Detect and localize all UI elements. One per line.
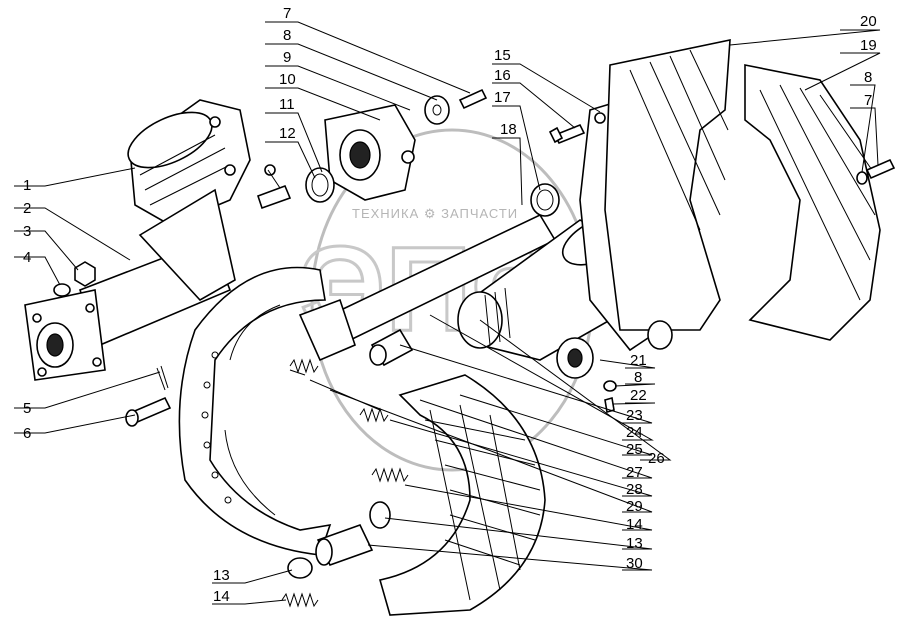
callout-6: 6 <box>23 425 31 442</box>
callout-18: 18 <box>500 121 517 138</box>
dust-shield-front <box>744 64 881 341</box>
clevis-pin <box>256 164 292 210</box>
leader-29 <box>329 389 653 513</box>
leader-20 <box>729 29 881 46</box>
roller <box>369 328 414 367</box>
leader-26 <box>479 319 672 461</box>
nut-washer <box>53 261 96 297</box>
leader-13b <box>384 517 653 550</box>
callout-8-top: 8 <box>283 27 291 44</box>
callout-17: 17 <box>494 89 511 106</box>
leader-8c <box>614 383 656 387</box>
axle-bracket <box>24 188 236 381</box>
dust-shield-rear <box>604 39 731 331</box>
callout-3: 3 <box>23 223 31 240</box>
leader-14c <box>212 599 287 605</box>
callout-11: 11 <box>279 96 295 113</box>
callout-27: 27 <box>626 464 643 481</box>
leader-27 <box>419 399 653 479</box>
leader-18 <box>492 137 523 206</box>
top-bolt-washer <box>424 88 488 125</box>
pin-cotter <box>125 365 172 427</box>
callout-7-top: 7 <box>283 5 291 22</box>
callout-8-right: 8 <box>864 69 872 86</box>
callout-14-mid: 14 <box>626 516 643 533</box>
anchor-pin <box>287 501 391 579</box>
leader-9 <box>265 65 411 111</box>
callout-28: 28 <box>626 481 643 498</box>
leader-8a <box>265 43 438 101</box>
brake-shoe-right <box>378 374 546 616</box>
leader-1 <box>14 167 136 187</box>
leader-25 <box>459 394 653 456</box>
bushing <box>305 167 335 203</box>
callout-19: 19 <box>860 37 877 54</box>
callout-4: 4 <box>23 249 31 266</box>
camshaft <box>298 213 557 362</box>
callout-10: 10 <box>279 71 296 88</box>
bolt-16 <box>548 123 586 145</box>
callout-25: 25 <box>626 441 643 458</box>
brake-shoe-left <box>178 266 332 556</box>
callout-30: 30 <box>626 555 643 572</box>
leader-lines <box>14 21 881 605</box>
callout-5: 5 <box>23 400 31 417</box>
leader-16 <box>492 82 576 129</box>
callout-23: 23 <box>626 407 643 424</box>
leader-14b <box>404 484 653 531</box>
brake-chamber <box>127 99 251 226</box>
callout-26: 26 <box>648 450 665 467</box>
watermark-text: ТЕХНИКА ⚙ ЗАПЧАСТИ <box>352 206 518 221</box>
callout-29: 29 <box>626 498 643 515</box>
leader-24 <box>429 314 654 441</box>
bearing <box>530 183 560 217</box>
callout-16: 16 <box>494 67 511 84</box>
callout-13-mid: 13 <box>626 535 643 552</box>
callout-7-right: 7 <box>864 92 872 109</box>
leader-21 <box>599 359 656 369</box>
callout-12: 12 <box>279 125 296 142</box>
callout-24: 24 <box>626 424 643 441</box>
leader-7b <box>850 107 879 166</box>
callout-14-bottom: 14 <box>213 588 230 605</box>
callout-2: 2 <box>23 200 31 217</box>
callout-21: 21 <box>630 352 647 369</box>
leader-6 <box>14 414 136 434</box>
callout-22: 22 <box>630 387 647 404</box>
small-bolts-21-22 <box>556 320 673 414</box>
leader-7a <box>265 21 471 94</box>
callout-13-bottom: 13 <box>213 567 230 584</box>
leader-30 <box>367 544 653 571</box>
parts-drawing <box>24 39 896 616</box>
leader-19 <box>804 52 881 91</box>
callout-15: 15 <box>494 47 511 64</box>
leader-15 <box>492 63 601 113</box>
callout-9: 9 <box>283 49 291 66</box>
leader-22 <box>612 402 656 405</box>
leader-3 <box>14 230 79 271</box>
slack-adjuster <box>324 104 416 201</box>
callout-20: 20 <box>860 13 877 30</box>
callout-labels: 1 2 3 4 5 6 7 8 9 10 11 12 13 14 15 16 1… <box>23 5 877 605</box>
callout-8-mid: 8 <box>634 369 642 386</box>
leader-4 <box>14 256 61 286</box>
leader-23 <box>399 344 653 424</box>
callout-1: 1 <box>23 177 31 194</box>
leader-13c <box>212 569 293 584</box>
leader-12 <box>265 141 316 179</box>
leader-8b <box>850 84 876 173</box>
leader-11 <box>265 112 323 173</box>
leader-10 <box>265 87 381 121</box>
leader-2 <box>14 207 131 261</box>
leader-5 <box>14 371 161 409</box>
leader-17 <box>492 105 541 191</box>
